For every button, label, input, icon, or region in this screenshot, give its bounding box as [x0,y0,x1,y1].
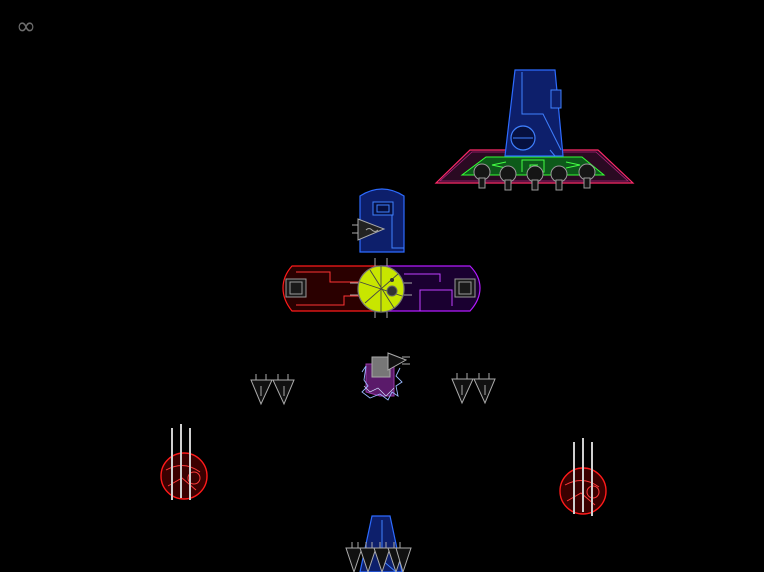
infinity-icon: ∞ [16,12,36,40]
mine-right [559,438,607,516]
cross-station-icon [282,188,481,318]
mothership-icon [434,69,635,191]
player-ship-icon [361,352,410,401]
fighter-icon [345,515,412,572]
mine-left [160,424,208,500]
turret-pair-left [250,374,295,406]
lives-counter: ∞ [16,12,36,40]
turret-pair-right [451,373,496,405]
